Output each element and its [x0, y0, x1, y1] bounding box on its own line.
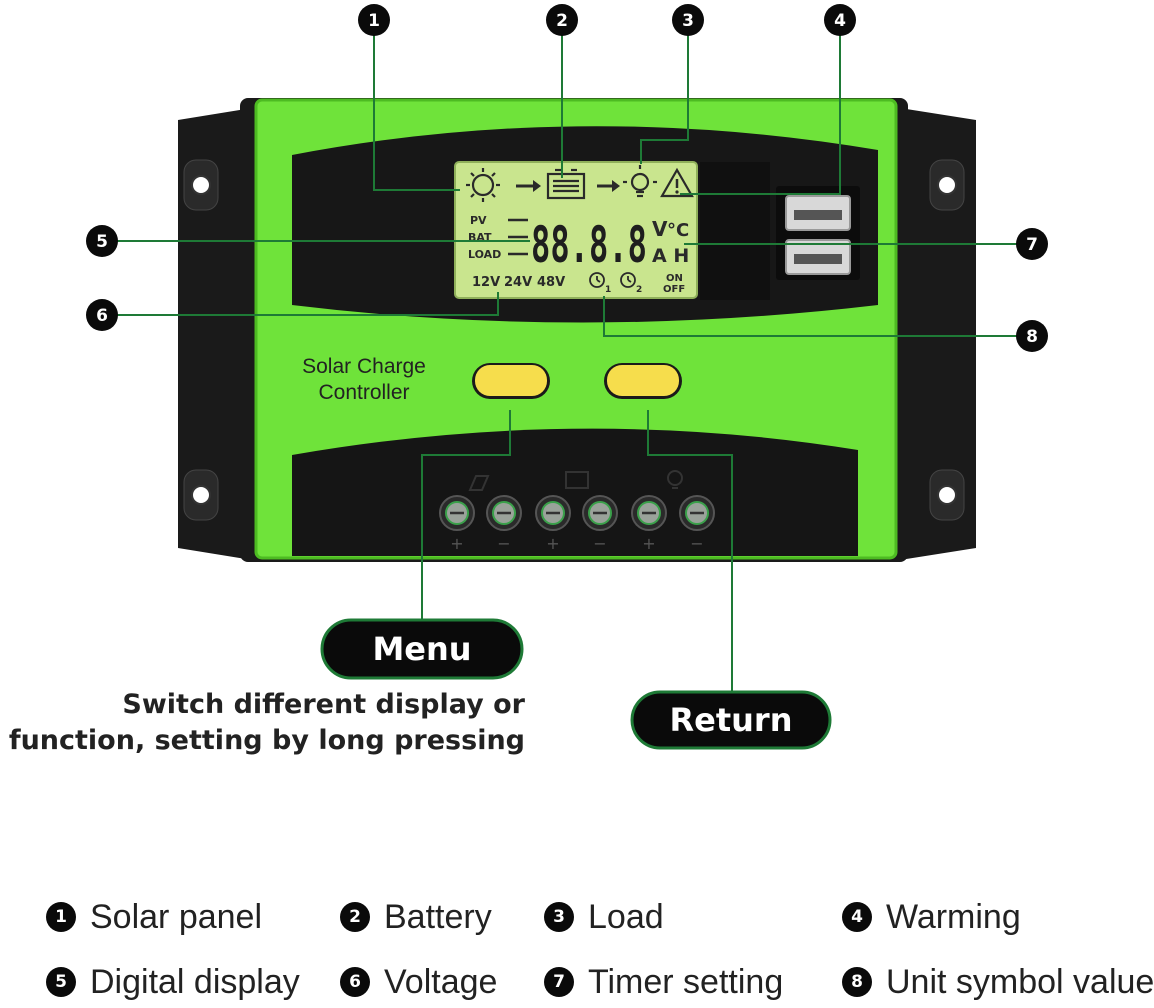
right-mounting-ear: [900, 108, 976, 560]
callout-circle-1: 1: [358, 4, 390, 36]
lcd-on-label: ON: [666, 273, 683, 284]
svg-text:6: 6: [96, 306, 108, 326]
legend-number: 1: [46, 902, 76, 932]
timer1-subscript: 1: [605, 285, 611, 295]
terminal-polarity-label: −: [497, 534, 510, 553]
svg-text:4: 4: [834, 11, 846, 31]
callout-circle-7: 7: [1016, 228, 1048, 260]
battery-icon: [546, 168, 586, 200]
menu-pill: [320, 618, 524, 680]
legend-number: 4: [842, 902, 872, 932]
load-bulb-icon: [667, 470, 683, 489]
solar-panel-icon: [468, 475, 490, 491]
legend-label: Warming: [886, 897, 1021, 936]
legend-item: 8 Unit symbol value: [842, 962, 1154, 1002]
legend-number: 5: [46, 967, 76, 997]
terminal-polarity-label: −: [593, 534, 606, 553]
legend-item: 1 Solar panel: [46, 897, 262, 937]
legend-label: Unit symbol value: [886, 962, 1154, 1001]
callout-circle-2: 2: [546, 4, 578, 36]
load-bulb-icon: [623, 165, 657, 198]
terminal-screw: [631, 495, 667, 531]
lcd-row-label-bat: BAT: [468, 231, 492, 244]
voltage-12v: 12V: [472, 275, 500, 290]
legend-item: 3 Load: [544, 897, 664, 937]
lcd-row-label-pv: PV: [470, 214, 487, 227]
return-label: Return: [669, 701, 793, 739]
legend-number: 6: [340, 967, 370, 997]
lcd-row-arrows: [508, 218, 528, 256]
svg-text:7: 7: [1026, 235, 1038, 255]
terminal-screw: [535, 495, 571, 531]
terminal-screw: [582, 495, 618, 531]
voltage-48v: 48V: [537, 275, 565, 290]
unit-volt: V: [652, 217, 668, 241]
solar-panel-icon: [466, 168, 500, 202]
arrow-icon: [597, 180, 620, 192]
menu-description-line2: function, setting by long pressing: [8, 725, 525, 756]
lcd-row-label-load: LOAD: [468, 248, 501, 261]
terminal-screw: [679, 495, 715, 531]
terminal-polarity-labels: + − + − + −: [450, 534, 703, 553]
callout-circle-4: 4: [824, 4, 856, 36]
callout-lines: [102, 20, 1032, 694]
legend-item: 7 Timer setting: [544, 962, 783, 1002]
arrow-icon: [516, 180, 541, 192]
return-button[interactable]: [604, 363, 682, 399]
legend-label: Timer setting: [588, 962, 784, 1001]
menu-label: Menu: [372, 630, 472, 668]
callout-circle-6: 6: [86, 299, 118, 331]
timer2-subscript: 2: [636, 285, 642, 295]
unit-celsius: °C: [667, 220, 689, 241]
controller-label-line1: Solar Charge: [302, 355, 426, 378]
battery-icon: [565, 471, 589, 489]
menu-button[interactable]: [472, 363, 550, 399]
digital-display-digits: 88.8.8: [531, 216, 647, 274]
terminal-polarity-label: −: [690, 534, 703, 553]
controller-label-line2: Controller: [318, 381, 410, 404]
terminal-screw: [486, 495, 522, 531]
terminal-screw: [439, 495, 475, 531]
legend-item: 2 Battery: [340, 897, 492, 937]
menu-description: Switch different display or function, se…: [0, 687, 525, 759]
legend-item: 4 Warming: [842, 897, 1021, 937]
terminal-polarity-label: +: [450, 534, 463, 553]
lcd-screen: PV BAT LOAD 88.8.8 V °C A H 12V 24V 48V …: [454, 161, 698, 299]
menu-description-line1: Switch different display or: [122, 689, 525, 720]
usb-ports: [700, 162, 860, 300]
terminal-polarity-label: +: [642, 534, 655, 553]
lcd-off-label: OFF: [663, 284, 685, 295]
legend-label: Digital display: [90, 962, 300, 1001]
legend-number: 2: [340, 902, 370, 932]
warning-icon: [660, 167, 694, 198]
callout-circle-8: 8: [1016, 320, 1048, 352]
legend-number: 7: [544, 967, 574, 997]
terminal-polarity-label: +: [546, 534, 559, 553]
alarm-clock-icon: [589, 272, 636, 288]
svg-text:2: 2: [556, 11, 568, 31]
return-pill: [630, 690, 832, 750]
legend-item: 5 Digital display: [46, 962, 300, 1002]
svg-text:3: 3: [682, 11, 694, 31]
legend-label: Load: [588, 897, 664, 936]
legend-label: Solar panel: [90, 897, 263, 936]
terminal-block: [439, 495, 715, 531]
controller-label: Solar Charge Controller: [284, 354, 444, 406]
callout-circle-3: 3: [672, 4, 704, 36]
voltage-24v: 24V: [504, 275, 532, 290]
legend-number: 8: [842, 967, 872, 997]
left-mounting-ear: [178, 108, 252, 560]
unit-amp-hour: A H: [652, 245, 689, 267]
legend-label: Battery: [384, 897, 492, 936]
callout-circle-5: 5: [86, 225, 118, 257]
svg-text:5: 5: [96, 232, 108, 252]
legend-number: 3: [544, 902, 574, 932]
svg-text:8: 8: [1026, 327, 1038, 347]
svg-text:1: 1: [368, 11, 380, 31]
legend-item: 6 Voltage: [340, 962, 497, 1002]
legend-label: Voltage: [384, 962, 498, 1001]
